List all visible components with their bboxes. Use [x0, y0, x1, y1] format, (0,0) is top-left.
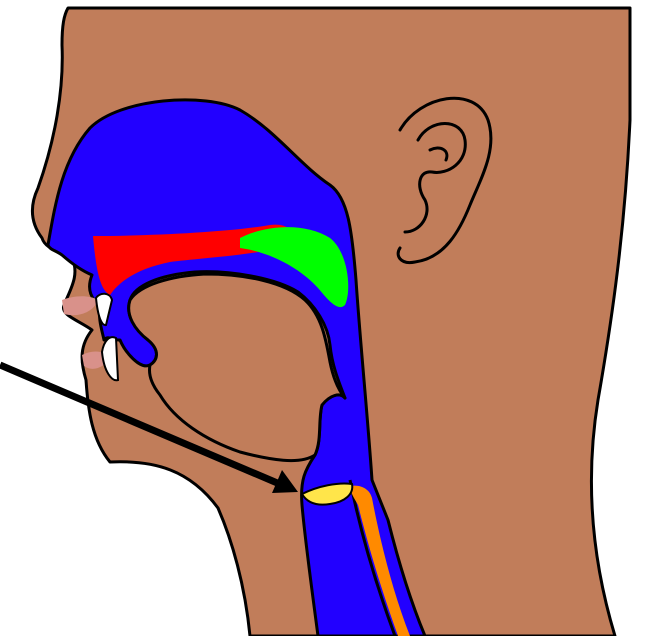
- head-cross-section: [0, 0, 658, 636]
- anatomy-diagram: [0, 0, 658, 636]
